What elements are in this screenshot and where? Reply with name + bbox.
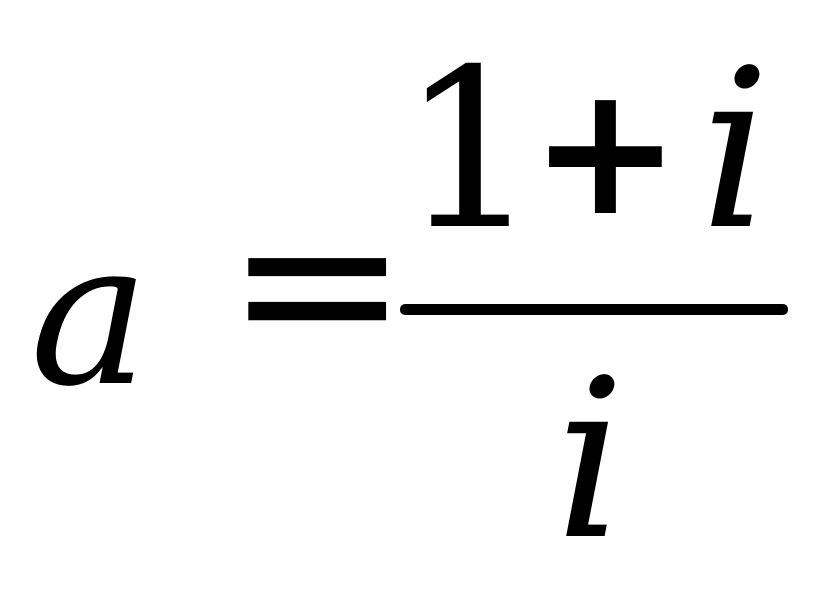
numerator-one: 1 [400,22,540,278]
numerator-i: i [700,22,771,278]
plus-sign: + [530,47,681,256]
equals-sign: = [225,154,410,410]
variable-a: a [30,198,150,431]
fraction-bar [400,304,788,315]
denominator-i: i [555,332,626,588]
fraction-numerator: 1 + i [400,40,790,260]
